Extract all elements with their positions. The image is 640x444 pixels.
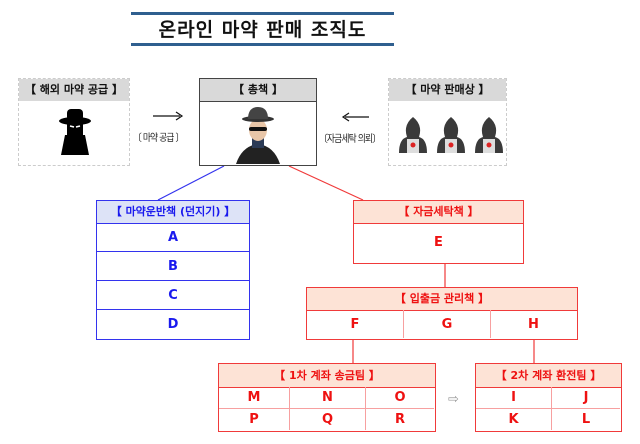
cash-manager-label: 【 입출금 관리책 】 [307, 288, 577, 311]
arrow-right-icon [153, 111, 184, 121]
member-cell: J [552, 387, 620, 409]
member-cell: F [307, 310, 404, 338]
team1-box: 【 1차 계좌 송금팀 】 M N O P Q R [218, 363, 436, 432]
cash-manager-box: 【 입출금 관리책 】 F G H [306, 287, 578, 340]
member-cell: N [290, 387, 366, 409]
member-cell: A [97, 223, 249, 252]
member-cell: D [167, 316, 179, 332]
supplier-label: 【 해외 마약 공급 】 [19, 79, 129, 101]
hooded-dealers-icon [399, 117, 503, 153]
team2-label: 【 2차 계좌 환전팀 】 [476, 364, 621, 388]
member-cell: H [528, 316, 539, 332]
member-cell: G [404, 310, 491, 338]
laundering-box: 【 자금세탁책 】 E [353, 200, 524, 264]
member-cell: R [394, 412, 405, 427]
boss-label: 【 총책 】 [200, 79, 316, 102]
member-cell: M [219, 387, 290, 409]
flow-arrow-icon: ⇨ [448, 392, 459, 407]
member-cell: O [366, 387, 434, 409]
transport-label: 【 마약운반책 (던지기) 】 [97, 201, 249, 224]
transport-box: 【 마약운반책 (던지기) 】 A B C D [96, 200, 250, 340]
member-cell: C [97, 281, 249, 310]
member-cell: L [581, 412, 591, 427]
supplier-box: 【 해외 마약 공급 】 [18, 78, 130, 166]
spy-silhouette-icon [59, 109, 91, 155]
member-cell: K [476, 409, 552, 430]
team1-label: 【 1차 계좌 송금팀 】 [219, 364, 435, 388]
laundering-request-label: 〔자금세탁 의뢰〕 [319, 134, 381, 145]
title-rule-bottom [131, 43, 394, 46]
team2-box: 【 2차 계좌 환전팀 】 I J K L [475, 363, 622, 432]
boss-box: 【 총책 】 [199, 78, 317, 166]
dealers-box: 【 마약 판매상 】 [388, 78, 507, 166]
connector-boss-laundering [288, 165, 364, 201]
member-cell: P [219, 409, 290, 430]
member-cell: Q [290, 409, 366, 430]
page-title: 온라인 마약 판매 조직도 [158, 19, 367, 41]
title-rule-top [131, 12, 394, 15]
supply-label: 〔 마약 공급 〕 [133, 133, 184, 144]
dealers-label: 【 마약 판매상 】 [389, 79, 506, 101]
member-cell: I [476, 387, 552, 409]
arrow-left-icon [341, 112, 369, 122]
boss-avatar-icon [236, 107, 280, 164]
laundering-label: 【 자금세탁책 】 [354, 201, 523, 224]
connector-boss-transport [157, 165, 225, 201]
member-cell: E [434, 235, 443, 250]
member-cell: B [97, 252, 249, 281]
